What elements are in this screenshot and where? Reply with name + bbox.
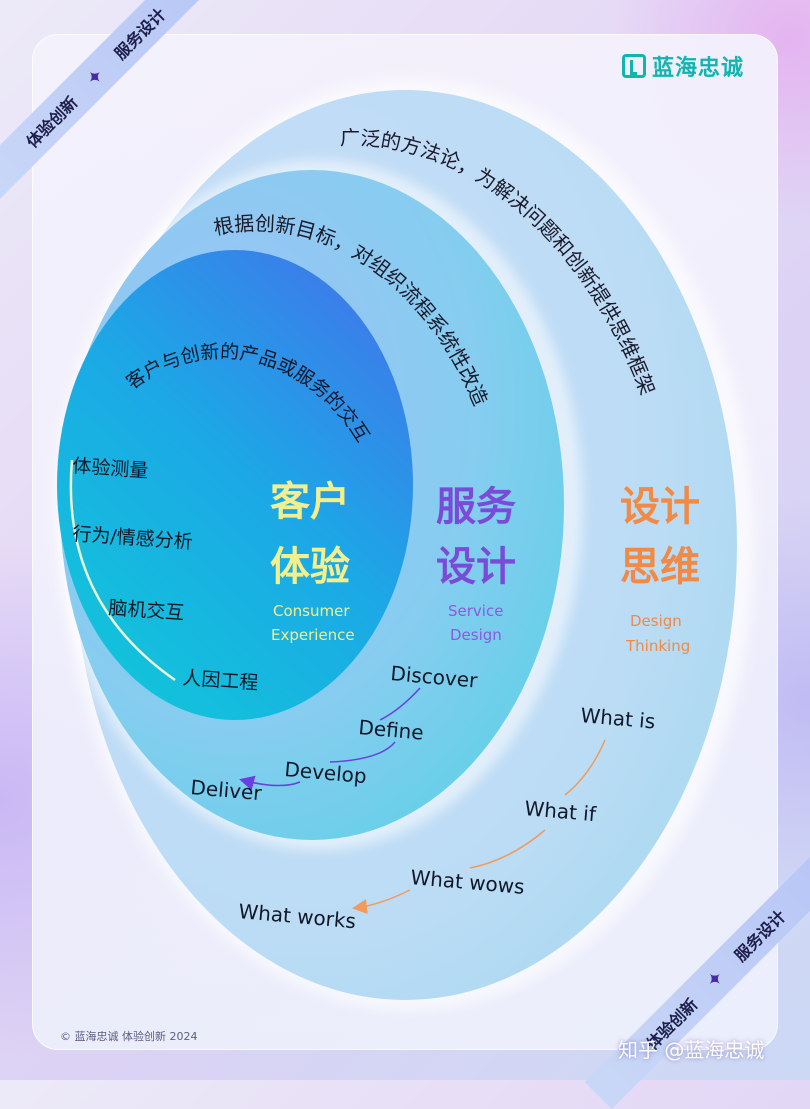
customer-experience-title-2: 体验 bbox=[270, 543, 350, 590]
sparkle-icon: ✦ bbox=[700, 964, 730, 994]
design-thinking-subtitle-1: Design bbox=[630, 612, 682, 630]
service-design-title-1: 服务 bbox=[436, 483, 516, 530]
inner-item: 人因工程 bbox=[182, 667, 259, 694]
brand-logo: 蓝海忠诚 bbox=[622, 50, 744, 82]
service-design-title-2: 设计 bbox=[436, 543, 516, 590]
service-step: Define bbox=[358, 715, 425, 745]
design-thinking-flow-line bbox=[355, 739, 606, 908]
brand-logo-icon bbox=[622, 54, 646, 78]
service-design-flow-line bbox=[242, 687, 421, 786]
inner-item: 脑机交互 bbox=[108, 597, 185, 624]
copyright-text: © 蓝海忠诚 体验创新 2024 bbox=[60, 1030, 198, 1043]
service-design-subtitle-1: Service bbox=[448, 602, 503, 620]
inner-item: 体验测量 bbox=[72, 455, 149, 482]
design-thinking-subtitle-2: Thinking bbox=[625, 637, 690, 655]
nested-rings-diagram: 广泛的方法论，为解决问题和创新提供思维框架 根据创新目标，对组织流程系统性改造 … bbox=[0, 0, 755, 1010]
customer-experience-subtitle-2: Experience bbox=[271, 626, 355, 644]
customer-experience-title-1: 客户 bbox=[270, 478, 350, 525]
watermark-text: 知乎 @蓝海忠诚 bbox=[618, 1038, 765, 1062]
inner-highlight-arc bbox=[69, 459, 176, 682]
sparkle-icon: ✦ bbox=[80, 62, 110, 92]
service-design-subtitle-2: Design bbox=[450, 626, 502, 644]
customer-experience-ring bbox=[57, 250, 413, 720]
brand-name: 蓝海忠诚 bbox=[652, 56, 745, 81]
customer-experience-subtitle-1: Consumer bbox=[273, 602, 350, 620]
design-thinking-title-2: 思维 bbox=[620, 543, 700, 590]
design-thinking-title-1: 设计 bbox=[620, 483, 700, 530]
